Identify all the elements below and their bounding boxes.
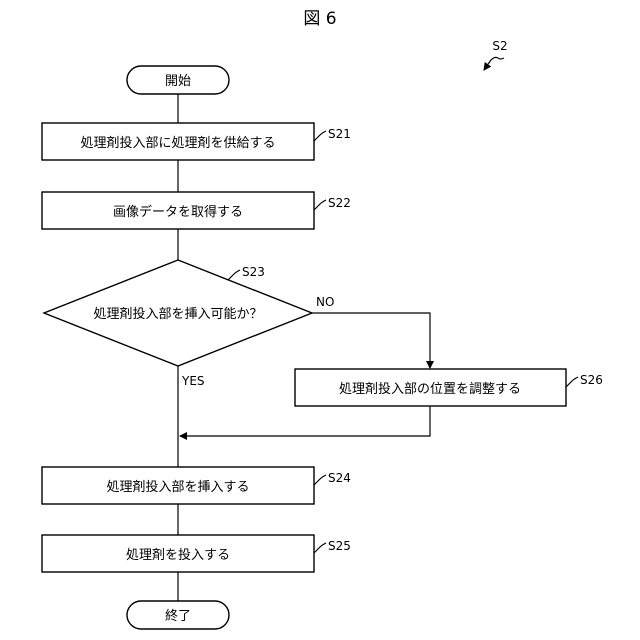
step-leader-s23 xyxy=(228,270,240,280)
figure-ref-leader xyxy=(484,57,504,70)
process-label-s21: 処理剤投入部に処理剤を供給する xyxy=(80,135,275,151)
step-leader-s24 xyxy=(314,475,326,485)
start-label: 開始 xyxy=(165,74,191,89)
process-label-s24: 処理剤投入部を挿入する xyxy=(106,479,249,495)
step-label-s23: S23 xyxy=(242,265,265,279)
step-leader-s26 xyxy=(566,377,578,387)
step-leader-s22 xyxy=(314,200,326,210)
step-label-s26: S26 xyxy=(580,373,603,387)
decision-label-s23: 処理剤投入部を挿入可能か？ xyxy=(93,306,262,322)
process-label-s22: 画像データを取得する xyxy=(113,204,243,220)
step-label-s24: S24 xyxy=(328,471,351,485)
figure-ref-label: S2 xyxy=(492,39,507,53)
step-label-s22: S22 xyxy=(328,196,351,210)
step-label-s25: S25 xyxy=(328,539,351,553)
step-leader-s25 xyxy=(314,543,326,553)
step-leader-s21 xyxy=(314,131,326,141)
step-label-s21: S21 xyxy=(328,127,351,141)
process-label-s25: 処理剤を投入する xyxy=(126,547,230,563)
end-label: 終了 xyxy=(165,608,191,624)
branch-no-label: NO xyxy=(316,295,334,309)
process-label-s26: 処理剤投入部の位置を調整する xyxy=(339,381,521,397)
figure-title: 図 6 xyxy=(303,9,336,29)
branch-yes-label: YES xyxy=(181,374,205,388)
